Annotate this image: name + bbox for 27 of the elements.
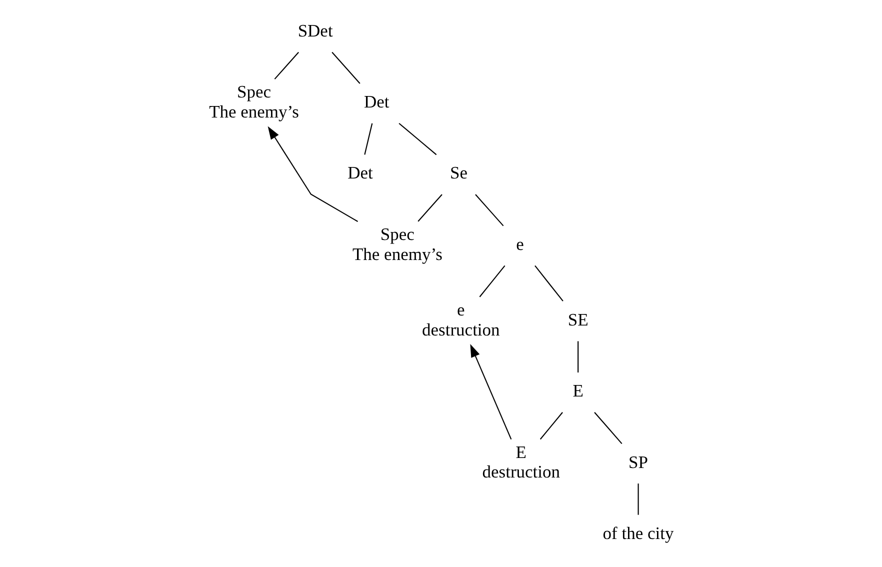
connector xyxy=(398,122,436,156)
node-text: E destruction xyxy=(482,442,560,482)
node-text: Det xyxy=(363,92,389,112)
connector xyxy=(417,194,442,222)
node-text: Det xyxy=(347,162,372,183)
connector xyxy=(478,265,505,298)
connector xyxy=(274,52,298,80)
node-text: of the city xyxy=(602,522,674,543)
connector xyxy=(637,484,638,515)
node-text: Spec The enemy’s xyxy=(208,82,298,122)
node-text: e xyxy=(516,234,524,254)
node-text: e destruction xyxy=(422,300,500,340)
connector xyxy=(539,412,562,440)
connector xyxy=(364,123,372,155)
node-text: SE xyxy=(567,309,588,330)
arrow xyxy=(470,344,512,440)
connector xyxy=(331,52,360,84)
connector xyxy=(534,265,563,302)
node-text: SP xyxy=(628,452,648,472)
node-text: Spec The enemy’s xyxy=(352,224,442,264)
connector xyxy=(474,194,504,226)
connector xyxy=(594,412,622,444)
node-text: Se xyxy=(449,162,467,183)
node-text: E xyxy=(572,380,583,401)
connector xyxy=(577,341,578,373)
node-text: SDet xyxy=(297,20,332,40)
arrow xyxy=(267,126,358,222)
